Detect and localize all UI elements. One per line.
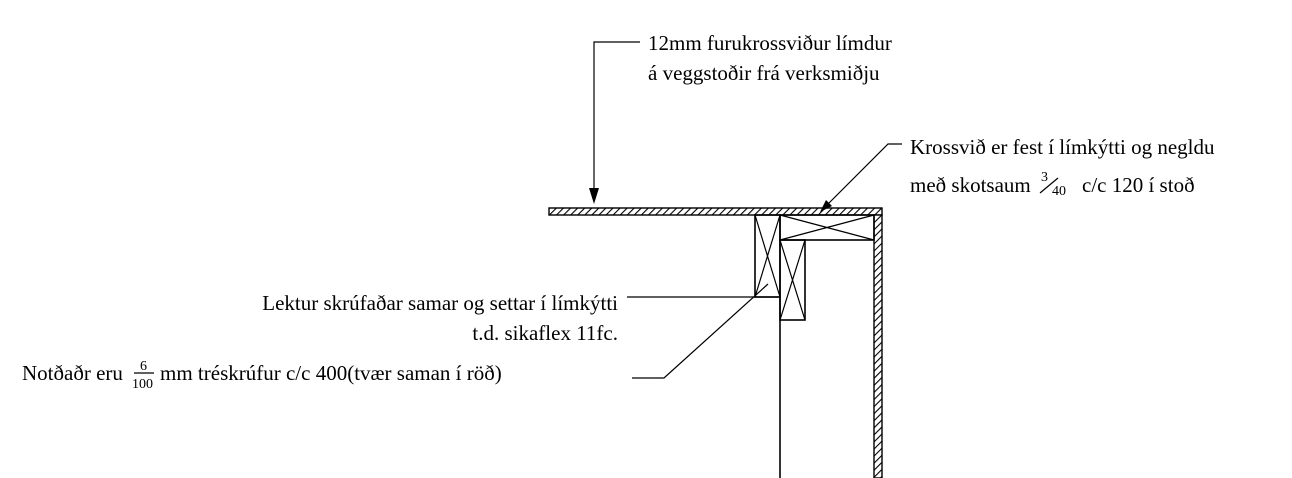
vertical-plywood-panel xyxy=(873,214,883,478)
fastening-frac-bar xyxy=(1039,177,1059,194)
screws-label-pre: Notðaðr eru xyxy=(22,361,123,385)
screws-frac-numerator: 6 xyxy=(140,359,147,374)
horizontal-plywood-panel xyxy=(548,207,883,216)
fastening-label-line1: Krossvið er fest í límkýtti og negldu xyxy=(910,135,1215,159)
screws-leader xyxy=(632,283,769,379)
lath-right xyxy=(779,239,806,321)
fastening-label-line2-pre: með skotsaum xyxy=(910,173,1031,197)
horizontal-stud xyxy=(779,214,875,241)
plywood-leader xyxy=(589,41,640,204)
screws-frac-denominator: 100 xyxy=(132,377,153,392)
fastening-leader xyxy=(820,143,902,212)
fastening-frac-denominator: 40 xyxy=(1052,184,1066,199)
plywood-label-line1: 12mm furukrossviður límdur xyxy=(648,31,892,55)
screws-label-post: mm tréskrúfur c/c 400(tvær saman í röð) xyxy=(160,361,502,385)
lath-label-line2: t.d. sikaflex 11fc. xyxy=(472,321,618,345)
plywood-label-line2: á veggstoðir frá verksmiðju xyxy=(648,61,880,85)
fastening-frac-numerator: 3 xyxy=(1041,170,1048,185)
lath-label-line1: Lektur skrúfaðar samar og settar í límký… xyxy=(262,291,618,315)
fastening-label-line2-post: c/c 120 í stoð xyxy=(1082,173,1195,197)
